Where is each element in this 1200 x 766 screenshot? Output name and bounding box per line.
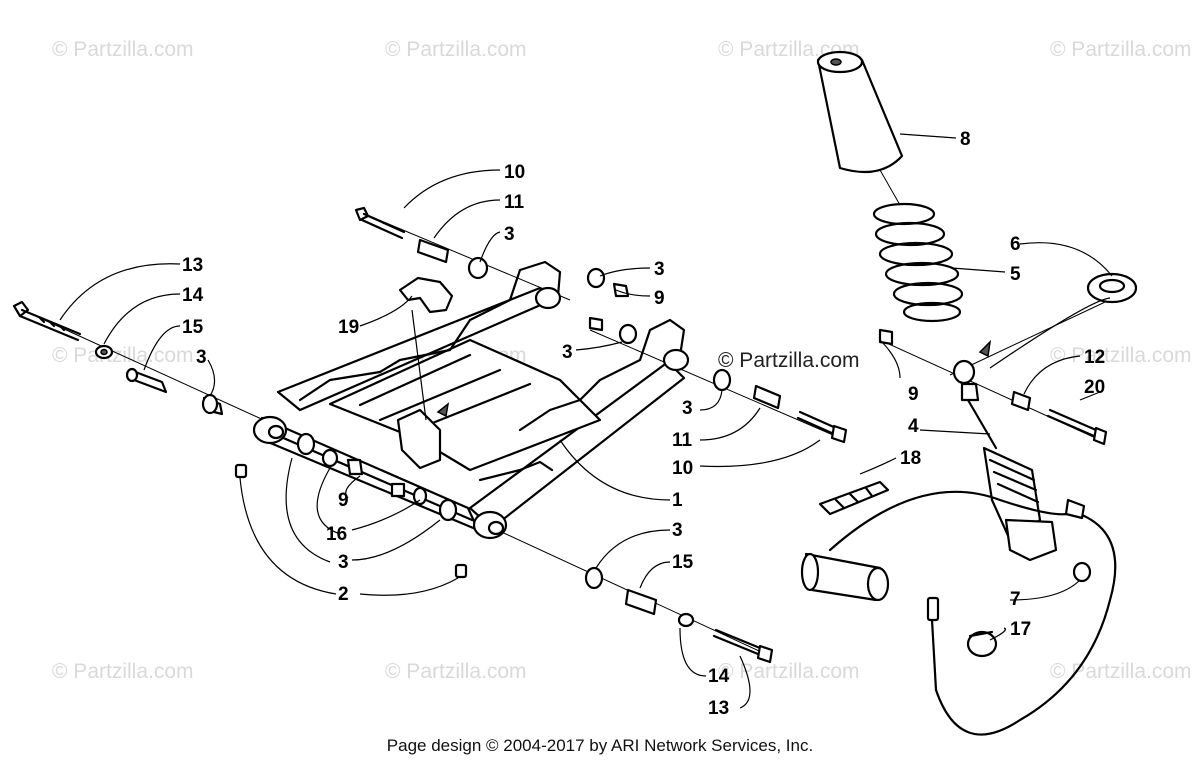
watermark-top-center-left: © Partzilla.com bbox=[385, 38, 527, 61]
watermark-top-left: © Partzilla.com bbox=[52, 38, 194, 61]
watermark-bottom-center-right: © Partzilla.com bbox=[718, 660, 860, 683]
callout-15-left: 15 bbox=[182, 317, 204, 338]
callout-3-r1: 3 bbox=[654, 259, 665, 280]
callout-15-bottom-right: 15 bbox=[672, 552, 694, 573]
callout-3-r3: 3 bbox=[682, 398, 693, 419]
callout-3-top: 3 bbox=[504, 224, 515, 245]
page-footer: Page design © 2004-2017 by ARI Network S… bbox=[386, 736, 814, 755]
upper-right-hardware bbox=[586, 267, 638, 345]
callout-9-r1: 9 bbox=[654, 288, 665, 309]
callout-3-r2: 3 bbox=[562, 342, 573, 363]
callout-7: 7 bbox=[1010, 589, 1021, 610]
watermark-bottom-center-left: © Partzilla.com bbox=[385, 660, 527, 683]
lower-hardware bbox=[296, 432, 458, 522]
top-hardware bbox=[354, 206, 489, 314]
watermark-bottom-left: © Partzilla.com bbox=[52, 660, 194, 683]
watermark-bottom-right: © Partzilla.com bbox=[1050, 660, 1192, 683]
callout-16: 16 bbox=[326, 524, 347, 545]
callout-5: 5 bbox=[1010, 264, 1021, 285]
watermark-layer: © Partzilla.com © Partzilla.com © Partzi… bbox=[52, 38, 1192, 683]
swing-arm bbox=[234, 260, 992, 579]
callout-19: 19 bbox=[338, 317, 359, 338]
callout-17: 17 bbox=[1010, 619, 1031, 640]
callout-6: 6 bbox=[1010, 234, 1021, 255]
callout-2: 2 bbox=[338, 584, 349, 605]
spring bbox=[872, 202, 964, 323]
callout-3-low: 3 bbox=[338, 552, 349, 573]
watermark-top-right: © Partzilla.com bbox=[1050, 38, 1192, 61]
callout-14-left: 14 bbox=[182, 285, 204, 306]
callout-3-left: 3 bbox=[196, 347, 207, 368]
callout-8: 8 bbox=[960, 129, 971, 150]
leader-lines bbox=[59, 133, 1113, 709]
callout-9-shock: 9 bbox=[908, 384, 919, 405]
callout-11-right: 11 bbox=[672, 430, 693, 451]
bottom-right-hardware bbox=[584, 566, 774, 664]
callout-4: 4 bbox=[908, 416, 919, 437]
callout-18: 18 bbox=[900, 448, 921, 469]
callout-14-bottom-right: 14 bbox=[708, 666, 730, 687]
callout-12: 12 bbox=[1084, 347, 1105, 368]
callout-11-top: 11 bbox=[504, 192, 525, 213]
shock-assembly bbox=[800, 50, 1138, 736]
callouts: 8 6 5 12 20 9 4 18 7 17 10 11 3 13 14 15… bbox=[182, 129, 1105, 719]
watermark-center: © Partzilla.com bbox=[718, 349, 860, 372]
callout-10-right: 10 bbox=[672, 458, 693, 479]
watermark-mid-right: © Partzilla.com bbox=[1050, 344, 1192, 367]
right-hardware bbox=[712, 368, 848, 444]
callout-3-bottom-right: 3 bbox=[672, 520, 683, 541]
callout-20: 20 bbox=[1084, 377, 1105, 398]
callout-9-low: 9 bbox=[338, 490, 349, 511]
callout-13-left: 13 bbox=[182, 255, 203, 276]
callout-10-top: 10 bbox=[504, 162, 525, 183]
callout-1: 1 bbox=[672, 490, 683, 511]
callout-13-bottom-right: 13 bbox=[708, 698, 729, 719]
